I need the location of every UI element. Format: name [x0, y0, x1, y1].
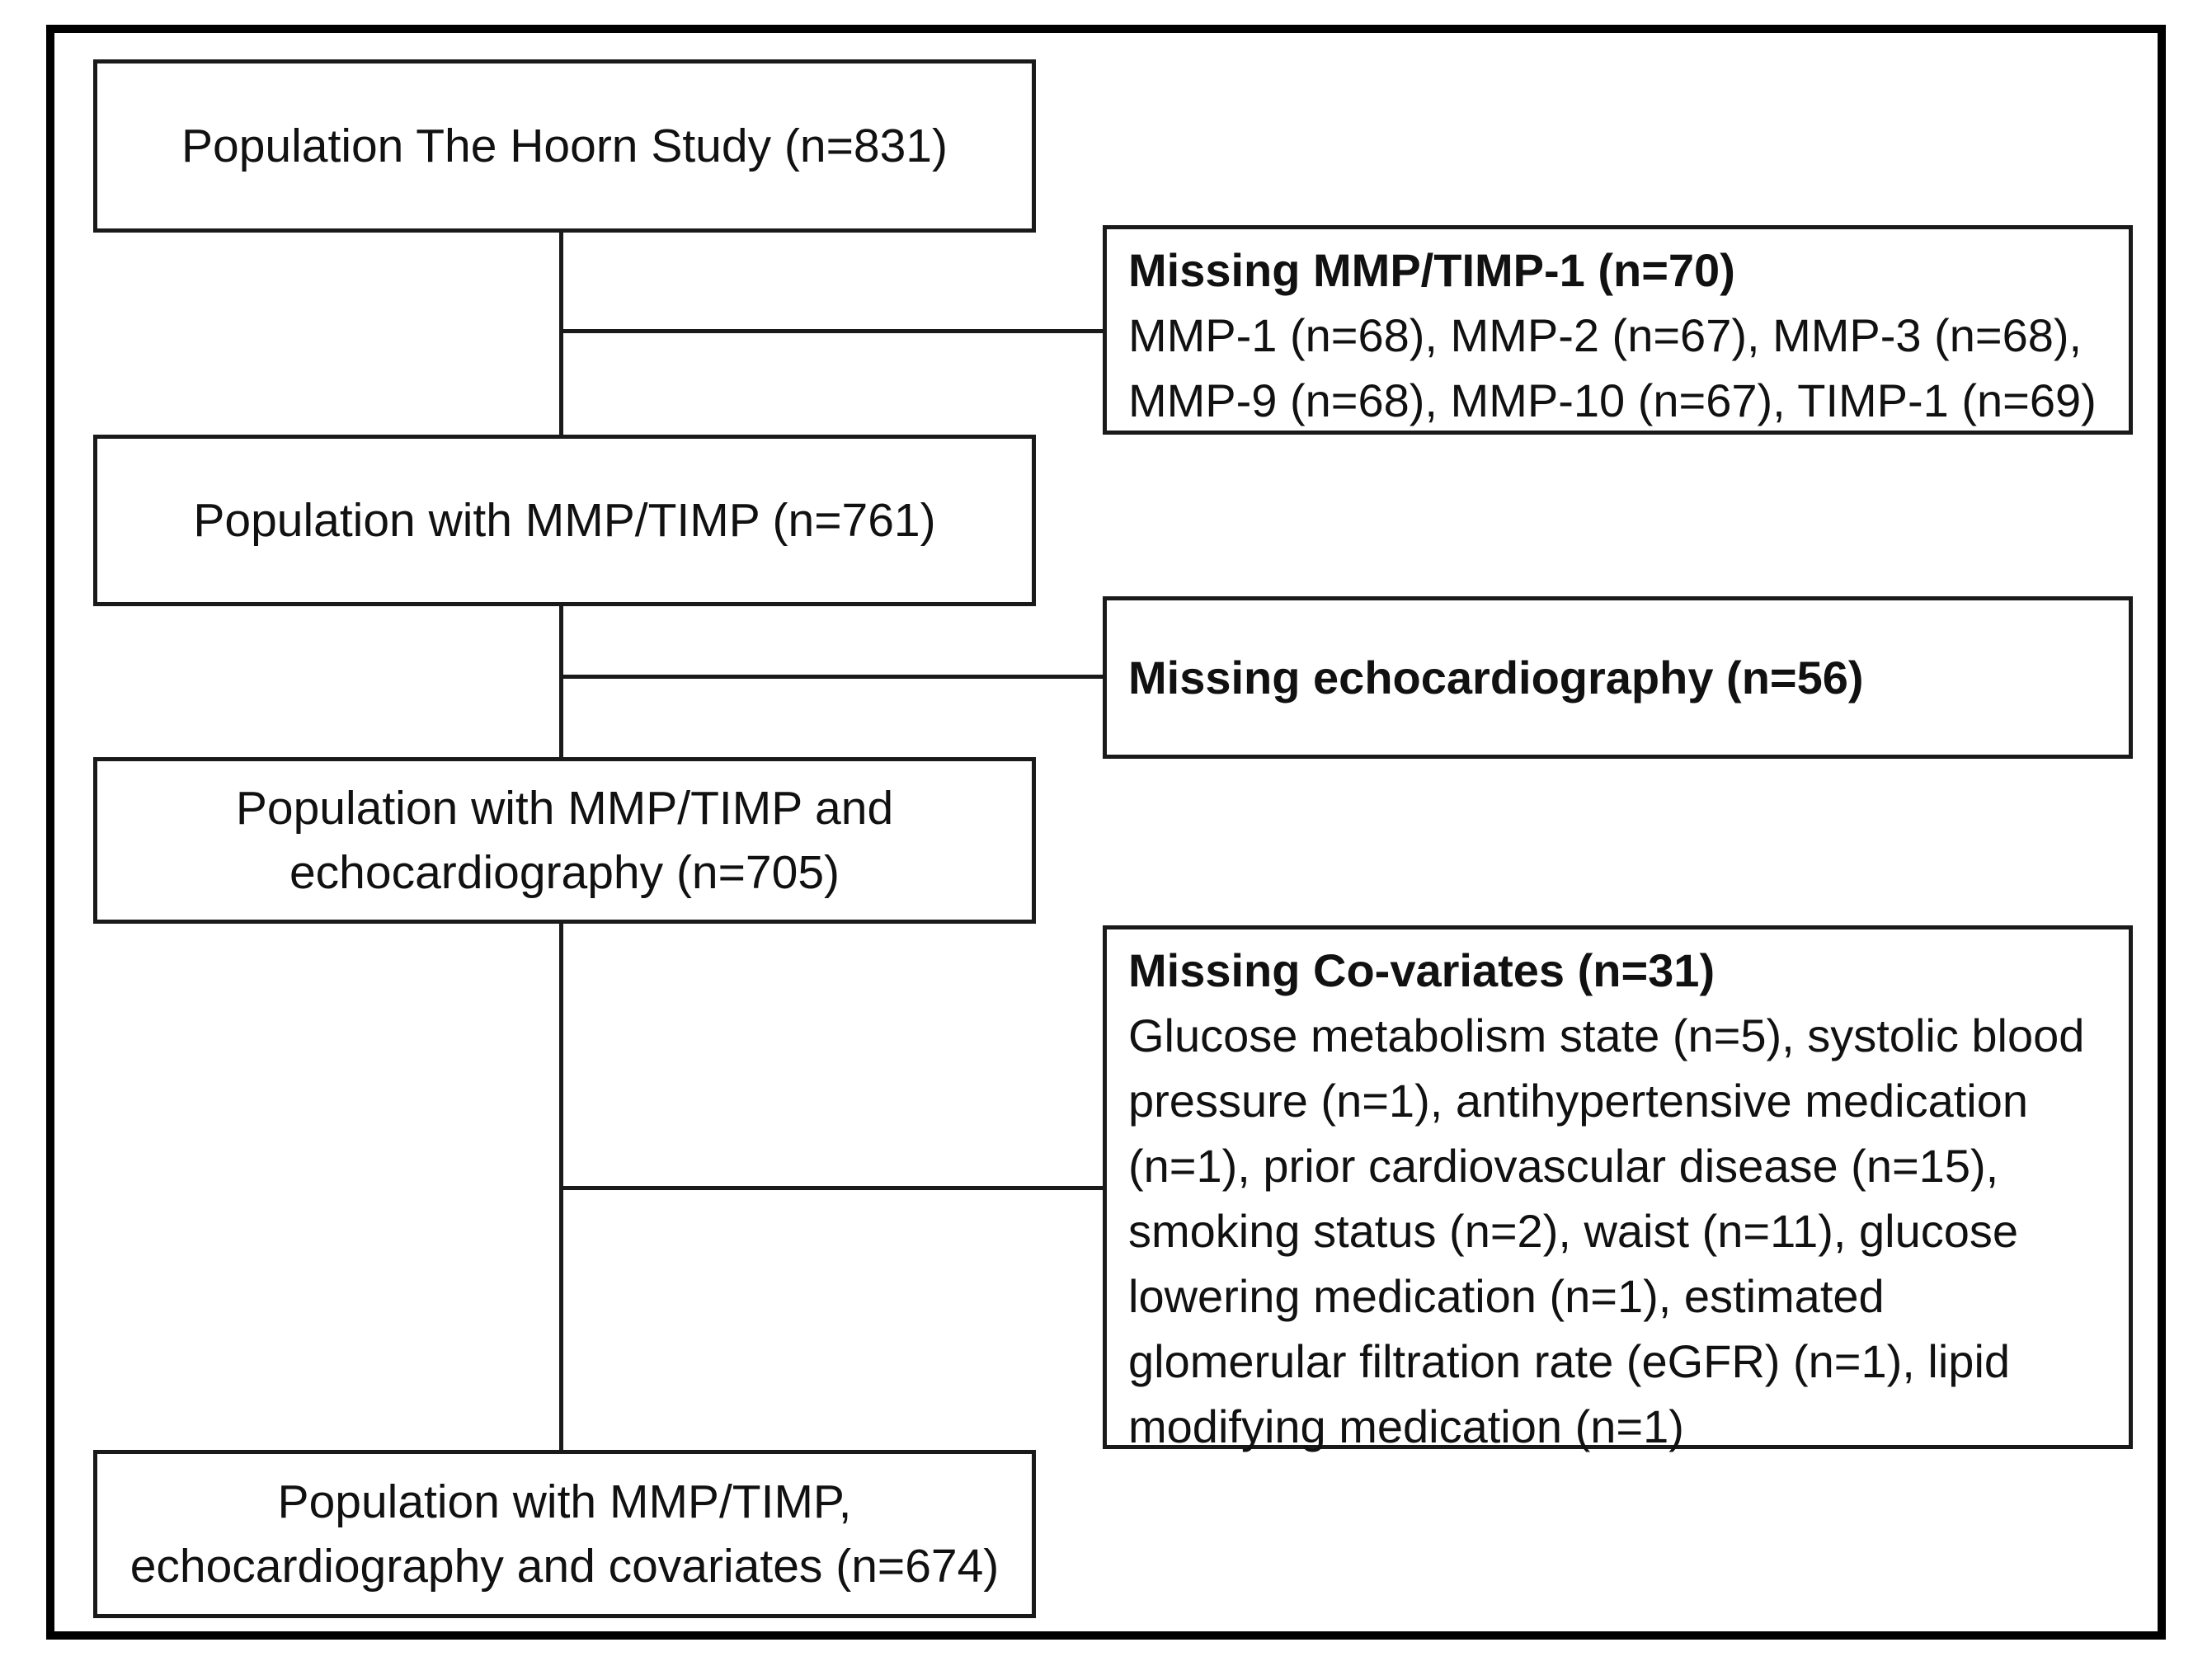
flow-box-hoorn-population-label: Population The Hoorn Study (n=831) — [181, 120, 948, 172]
flow-box-population-mmp-timp-label: Population with MMP/TIMP (n=761) — [193, 494, 936, 547]
flow-box-population-final: Population with MMP/TIMP, echocardiograp… — [93, 1450, 1036, 1618]
exclusion-box-missing-mmp-timp-title: Missing MMP/TIMP-1 (n=70) — [1128, 244, 1735, 296]
exclusion-box-missing-covariates: Missing Co-variates (n=31) Glucose metab… — [1103, 925, 2133, 1452]
flow-box-population-mmp-timp: Population with MMP/TIMP (n=761) — [93, 435, 1036, 606]
exclusion-box-missing-echocardiography: Missing echocardiography (n=56) — [1103, 596, 2133, 759]
flow-box-population-mmp-timp-echo-label: Population with MMP/TIMP and echocardiog… — [235, 782, 894, 899]
exclusion-box-missing-mmp-timp: Missing MMP/TIMP-1 (n=70) MMP-1 (n=68), … — [1103, 225, 2133, 435]
connector-branch-missing-echo — [559, 675, 1103, 679]
connector-trunk-2 — [559, 606, 563, 757]
flow-box-hoorn-population: Population The Hoorn Study (n=831) — [93, 59, 1036, 233]
exclusion-box-missing-mmp-timp-detail: MMP-1 (n=68), MMP-2 (n=67), MMP-3 (n=68)… — [1128, 309, 2097, 426]
connector-trunk-1 — [559, 233, 563, 435]
exclusion-box-missing-covariates-title: Missing Co-variates (n=31) — [1128, 944, 1715, 996]
flow-box-population-mmp-timp-echo: Population with MMP/TIMP and echocardiog… — [93, 757, 1036, 924]
exclusion-box-missing-covariates-detail: Glucose metabolism state (n=5), systolic… — [1128, 1009, 2085, 1452]
connector-branch-missing-mmp — [559, 329, 1103, 333]
exclusion-box-missing-echocardiography-title: Missing echocardiography (n=56) — [1128, 652, 1864, 704]
connector-branch-missing-covariates — [559, 1186, 1103, 1190]
flow-box-population-final-label: Population with MMP/TIMP, echocardiograp… — [129, 1475, 1000, 1593]
